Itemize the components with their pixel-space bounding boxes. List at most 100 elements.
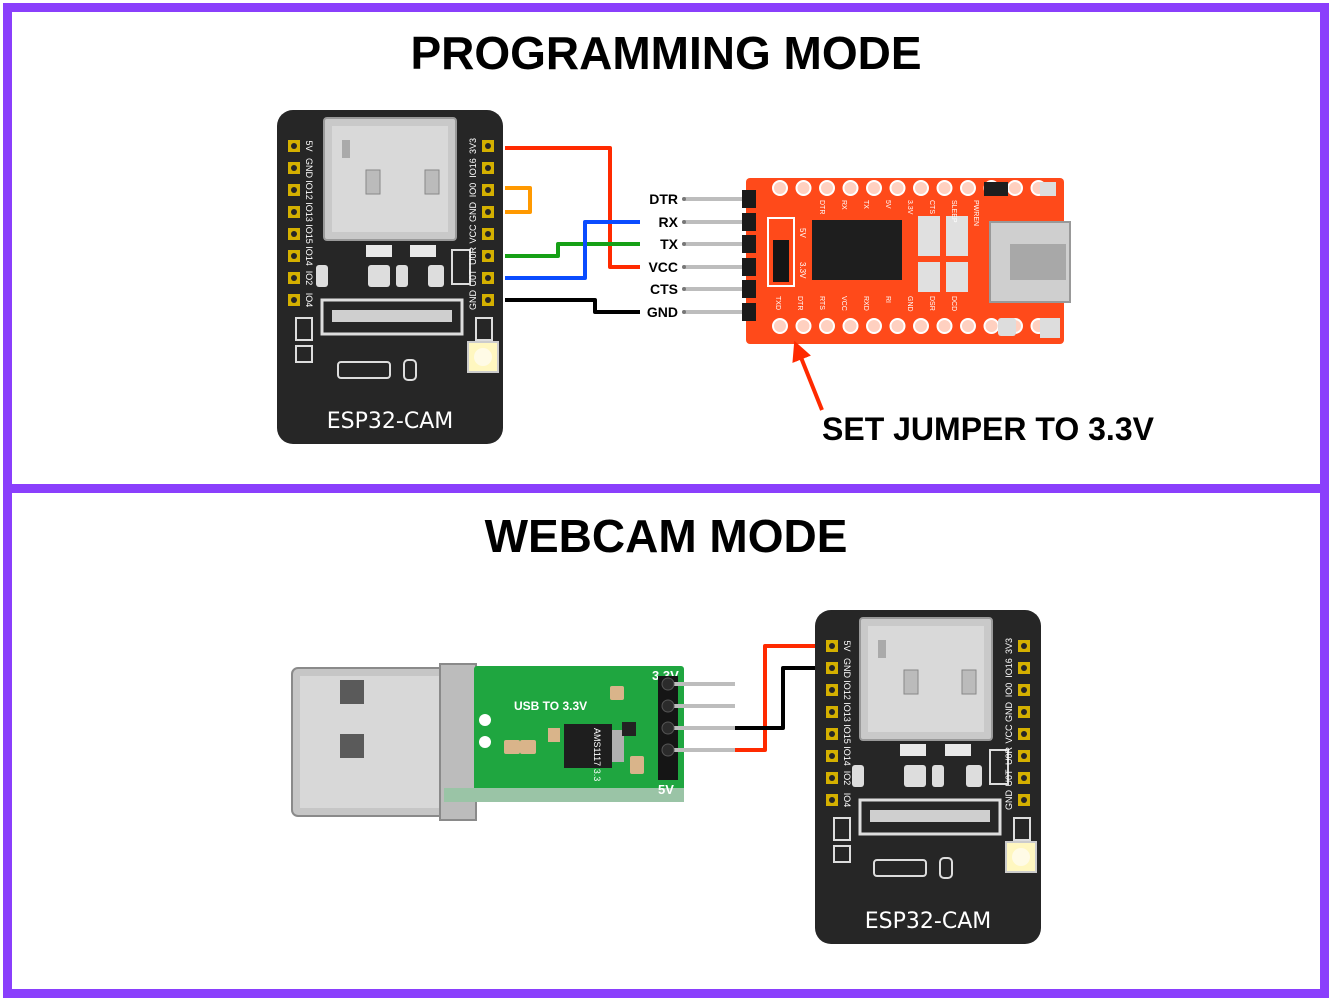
wire-gnd-to-esp-gnd (735, 666, 818, 730)
ftdi-silk-label: TXD (774, 296, 781, 310)
ftdi-silk-label: PWREN (972, 200, 979, 226)
esp-pin-hole (485, 297, 491, 303)
esp-pin-hole (1021, 709, 1027, 715)
esp-pin-label: U0T (1004, 769, 1014, 787)
esp-pin-hole (291, 275, 297, 281)
esp-pin-label: GND (1004, 790, 1014, 811)
ftdi-silk-label: CTS (928, 200, 935, 214)
ftdi-hole (913, 318, 929, 334)
ftdi-silk-label: RTS (818, 296, 825, 310)
esp-pin-label: IO16 (1004, 658, 1014, 678)
esp-pin-label: IO4 (842, 793, 852, 808)
esp-pin-hole (1021, 643, 1027, 649)
esp-pin-hole (829, 797, 835, 803)
esp-pin-label: IO15 (304, 224, 314, 244)
ftdi-hole (866, 180, 882, 196)
esp-pin-label: IO15 (842, 724, 852, 744)
arrow-icon (792, 340, 824, 411)
esp-pin-label: IO12 (842, 680, 852, 700)
esp-pin-label: GND (468, 202, 478, 223)
esp-pin-label: IO0 (1004, 683, 1014, 698)
jumper-note: SET JUMPER TO 3.3V (822, 411, 1155, 447)
esp-pin-hole (829, 731, 835, 737)
esp-pin-label: GND (304, 158, 314, 179)
ftdi-pin-tip (682, 220, 686, 224)
ftdi-hole (983, 318, 1000, 334)
esp-pin-hole (291, 209, 297, 215)
esp-pin-hole (829, 643, 835, 649)
ftdi-hole (795, 318, 812, 334)
esp32-name-bottom: ESP32-CAM (865, 909, 991, 934)
webcam-title: WEBCAM MODE (484, 510, 848, 562)
ftdi-pin-label-cts: CTS (650, 281, 678, 297)
ftdi-pin-label-rx: RX (659, 214, 679, 230)
esp-pin-hole (1021, 753, 1027, 759)
esp-pin-hole (291, 187, 297, 193)
ftdi-header-housing (742, 190, 756, 208)
esp-pin-hole (1021, 665, 1027, 671)
esp-pin-label: IO14 (304, 246, 314, 266)
ftdi-hole (772, 318, 788, 334)
ftdi-silk-label: RXD (862, 296, 869, 311)
esp-pin-label: IO13 (304, 202, 314, 222)
ftdi-hole (913, 180, 929, 196)
usb-header-collar (661, 743, 675, 757)
ftdi-silk-label: TX (862, 200, 869, 209)
usb-header-collar (661, 677, 675, 691)
esp-pin-hole (485, 275, 491, 281)
ftdi-silk-label: SLEEP (950, 200, 957, 223)
ftdi-hole (842, 318, 859, 334)
ftdi-silk-label: DCD (950, 296, 957, 311)
ftdi-hole (842, 180, 859, 196)
ftdi-silk-label: DSR (928, 296, 935, 311)
ftdi-silk-label: DTR (818, 200, 825, 214)
esp-pin-label: 5V (842, 640, 852, 651)
usb-header-collar (661, 699, 675, 713)
wire-io0-to-gnd-bridge (505, 186, 532, 214)
wire-gnd-to-gnd (505, 298, 640, 314)
ftdi-silk-label: 3.3V (906, 200, 913, 215)
ftdi-hole (819, 318, 835, 334)
esp-pin-hole (291, 231, 297, 237)
ftdi-header-housing (742, 235, 756, 253)
esp-pin-hole (1021, 731, 1027, 737)
esp-pin-hole (1021, 687, 1027, 693)
ftdi-header-housing (742, 258, 756, 276)
usb-header-collar (661, 721, 675, 735)
wire-5v-to-esp-5v (735, 644, 818, 752)
esp-pin-label: IO14 (842, 746, 852, 766)
ftdi-silk-label: RI (884, 296, 891, 303)
ftdi-silk-label: VCC (840, 296, 847, 311)
esp-pin-label: IO4 (304, 293, 314, 308)
esp-pin-hole (485, 231, 491, 237)
regulator-chip (564, 724, 612, 768)
esp-pin-hole (829, 753, 835, 759)
esp-pin-label: 3V3 (468, 138, 478, 154)
ftdi-pin-label-vcc: VCC (648, 259, 678, 275)
regulator-text: AMS1117 3.3 (592, 728, 602, 781)
usb-board-text: USB TO 3.3V (514, 699, 587, 713)
voltage-jumper (767, 217, 795, 287)
esp-pin-label: U0R (1004, 747, 1014, 766)
ftdi-silk-label: RX (840, 200, 847, 210)
ftdi-pin-tip (682, 242, 686, 246)
esp-pin-hole (291, 143, 297, 149)
esp-pin-label: U0R (468, 247, 478, 266)
esp-pin-label: IO13 (842, 702, 852, 722)
esp-pin-label: GND (842, 658, 852, 679)
webcam-wires (735, 644, 818, 752)
ftdi-hole (819, 180, 835, 196)
ftdi-hole (960, 318, 976, 334)
esp-pin-hole (829, 665, 835, 671)
esp-pin-hole (291, 253, 297, 259)
esp-pin-hole (829, 775, 835, 781)
programming-panel: PROGRAMMING MODE (3, 3, 1329, 493)
ftdi-pin-label-tx: TX (660, 236, 679, 252)
esp-pin-hole (485, 165, 491, 171)
ftdi-hole (936, 318, 953, 334)
esp-pin-hole (829, 687, 835, 693)
esp-pin-label: IO2 (304, 271, 314, 286)
